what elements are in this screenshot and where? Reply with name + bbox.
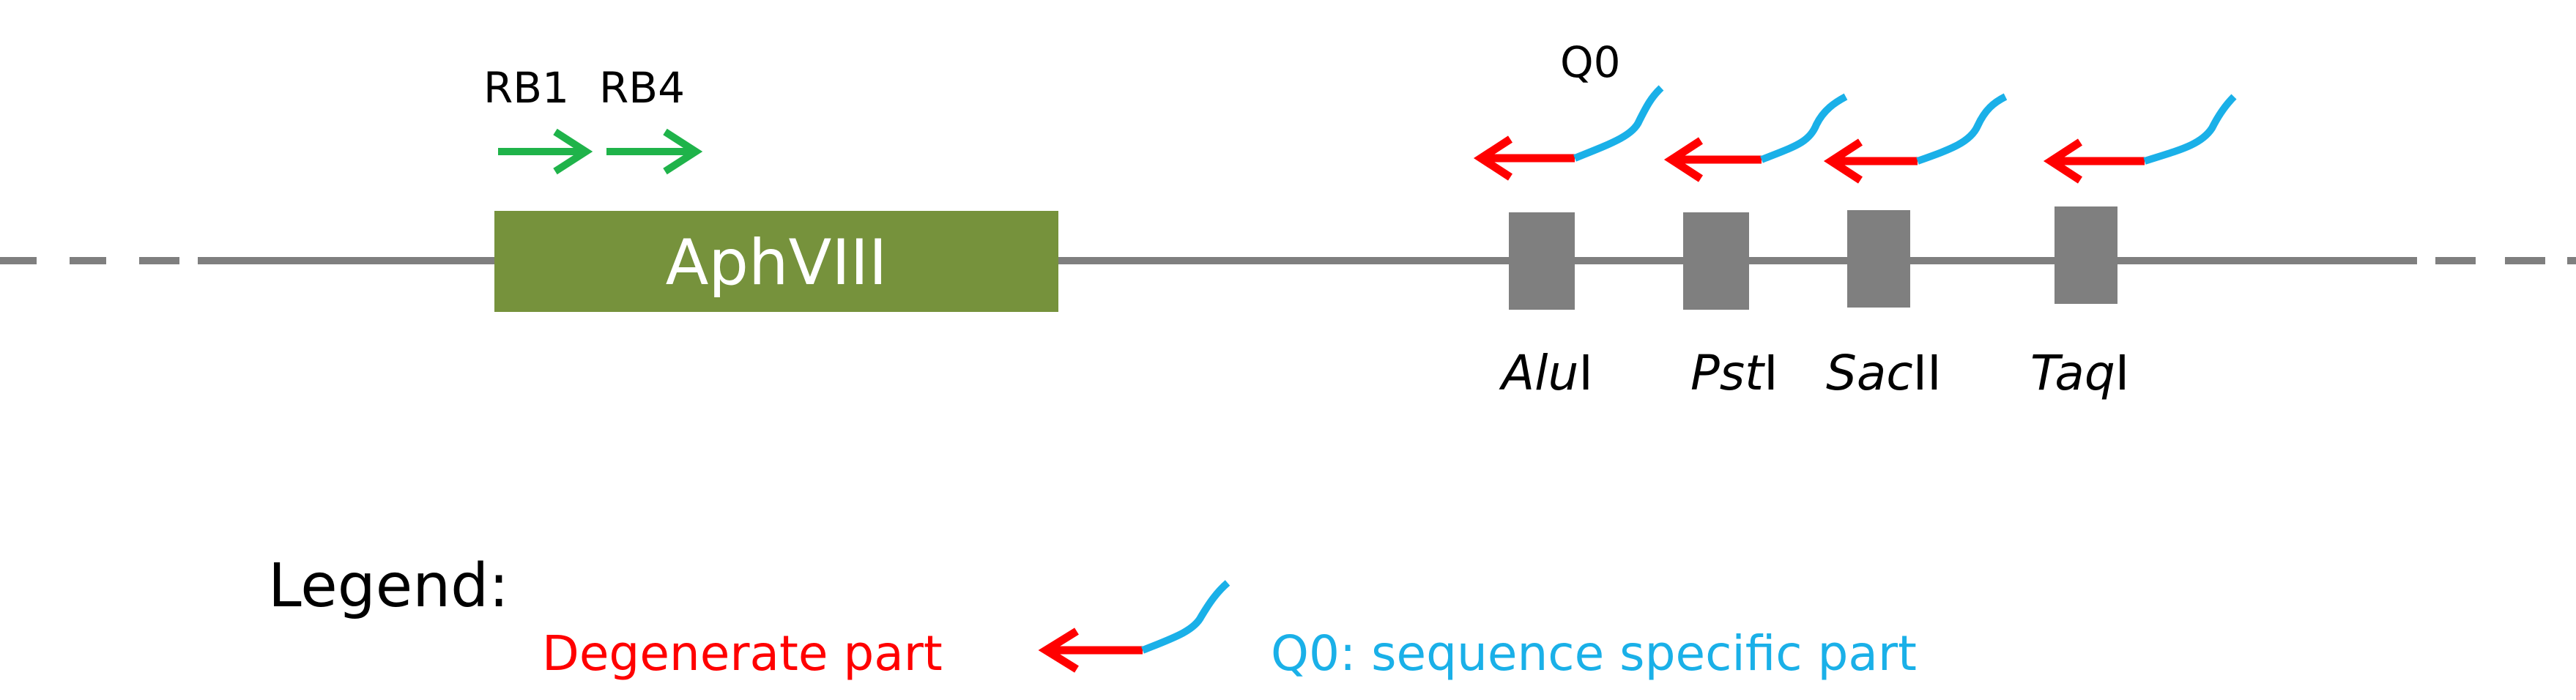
site-box-taqi (2055, 206, 2117, 304)
rb4-arrow (606, 128, 703, 175)
site-label-taqi: TaqI (2030, 345, 2129, 401)
specific-tail (1141, 580, 1231, 654)
site-label-alui: AluI (1499, 345, 1593, 401)
specific-tail (1760, 93, 1848, 163)
rb1-arrow (498, 128, 593, 175)
rb1-label: RB1 (483, 63, 569, 113)
restriction-sites: AluI PstI SacII TaqI (1499, 206, 2129, 401)
gene-label: AphVIII (666, 226, 888, 299)
primer-psti (1663, 93, 1848, 182)
site-label-psti: PstI (1690, 345, 1778, 401)
degenerate-primers (1473, 85, 2237, 184)
rb4-label: RB4 (599, 63, 685, 113)
legend: Legend: Degenerate part Q0: sequence spe… (268, 551, 1917, 682)
degenerate-arrow-head (1473, 135, 1512, 181)
legend-degenerate-label: Degenerate part (542, 625, 943, 682)
degenerate-arrow-head (2043, 138, 2082, 184)
gene-block: AphVIII (494, 211, 1058, 312)
site-label-sacii: SacII (1826, 345, 1942, 401)
legend-title: Legend: (268, 551, 509, 621)
rb1-arrow-head (553, 128, 593, 175)
legend-primer-sample (1038, 580, 1231, 673)
degenerate-arrow-head (1823, 138, 1863, 184)
degenerate-arrow-head (1038, 628, 1079, 673)
specific-tail (1916, 93, 2008, 165)
primer-taqi (2043, 94, 2237, 184)
legend-specific-label: Q0: sequence specific part (1271, 625, 1917, 682)
site-box-psti (1683, 212, 1749, 310)
site-box-sacii (1847, 210, 1910, 308)
rb4-arrow-head (663, 128, 703, 175)
q0-label: Q0 (1560, 37, 1621, 87)
degenerate-arrow-head (1663, 137, 1703, 182)
site-box-alui (1509, 212, 1575, 310)
specific-tail (2143, 94, 2237, 165)
primer-sacii (1823, 93, 2008, 184)
primers: RB1 RB4 (483, 63, 703, 175)
specific-tail (1573, 85, 1664, 162)
primer-alui (1473, 85, 1664, 181)
aphviii-box (494, 211, 1058, 312)
